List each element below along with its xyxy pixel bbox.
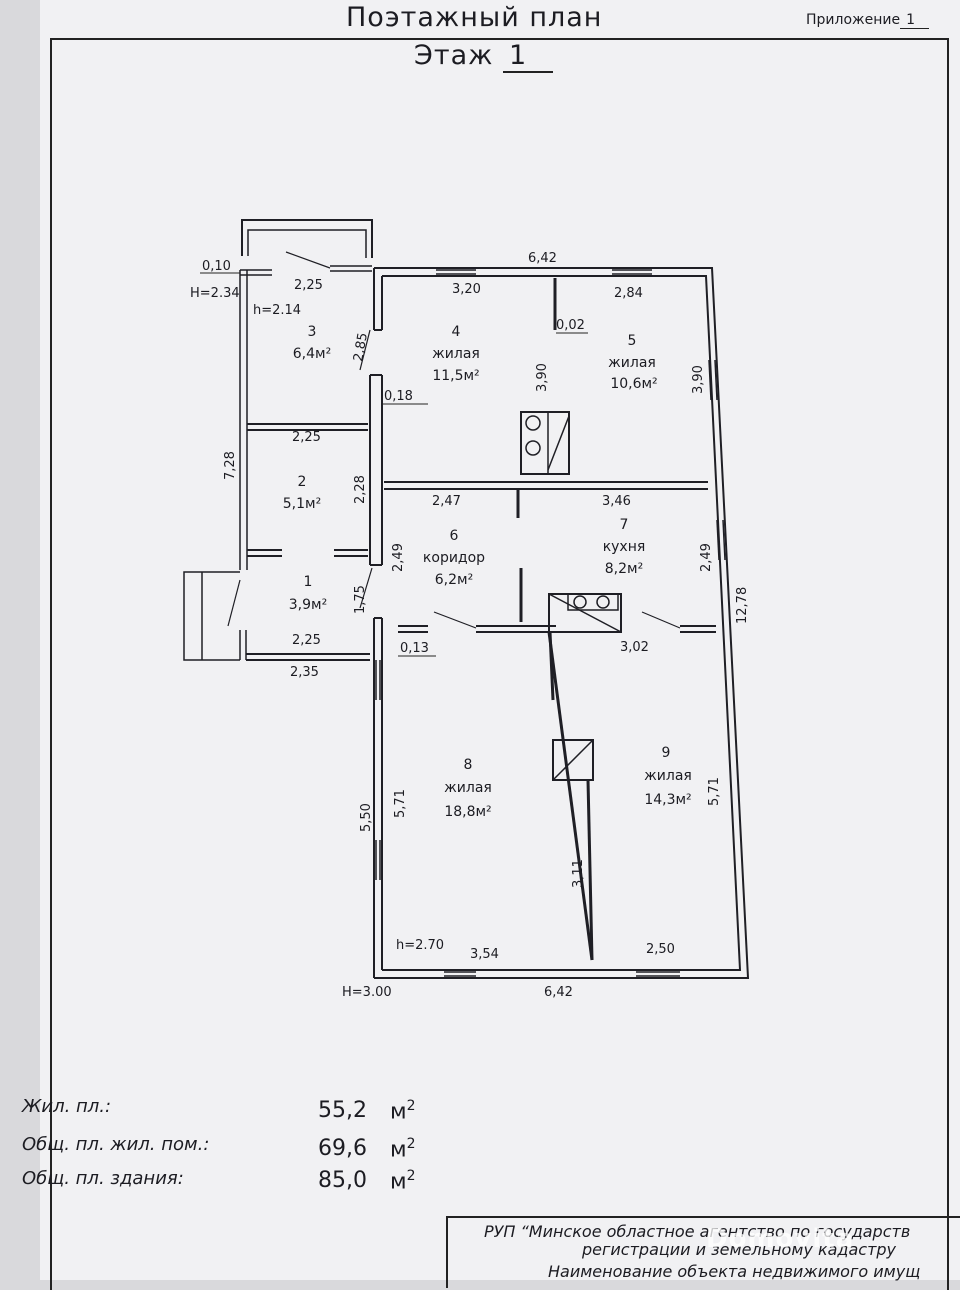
dim-wall-gap: 0,18 xyxy=(384,389,413,404)
dim-room3-width: 2,25 xyxy=(294,278,323,293)
dim-kitchen-width: 3,46 xyxy=(602,494,631,509)
dim-bottom-total: 6,42 xyxy=(544,985,573,1000)
room-7-number: 7 xyxy=(620,517,629,533)
porch-height: H=2.34 xyxy=(190,286,240,301)
dim-corridor-height: 2,49 xyxy=(391,543,406,572)
dim-room8-outer: 5,50 xyxy=(359,803,374,832)
dim-door-offset: 0,13 xyxy=(400,641,429,656)
room-2-area: 5,1м² xyxy=(283,496,321,512)
building-height: H=3.00 xyxy=(342,985,392,1000)
floor-title: Этаж 1 xyxy=(414,40,554,73)
drawing-frame xyxy=(50,38,949,1290)
dim-room3-height: 2,85 xyxy=(351,332,371,363)
dim-room9-height: 5,71 xyxy=(707,777,722,806)
dim-room4-height: 3,90 xyxy=(535,363,550,392)
summary-building-value: 85,0 xyxy=(318,1168,367,1193)
dim-room5-top: 2,84 xyxy=(614,286,643,301)
room-4-area: 11,5м² xyxy=(432,368,479,384)
room-8-area: 18,8м² xyxy=(444,804,491,820)
room-9-number: 9 xyxy=(662,745,671,761)
dim-room8-height: 5,71 xyxy=(393,789,408,818)
dim-room8-bottom: 3,54 xyxy=(470,947,499,962)
room8-ceiling: h=2.70 xyxy=(396,938,444,953)
room-8-number: 8 xyxy=(464,757,473,773)
room3-ceiling: h=2.14 xyxy=(253,303,301,318)
room-2-number: 2 xyxy=(298,474,307,490)
room-3-area: 6,4м² xyxy=(293,346,331,362)
annex-number: 1 xyxy=(900,12,930,29)
room-9-name: жилая xyxy=(644,768,692,784)
dim-room5-height: 3,90 xyxy=(691,365,706,394)
dim-room1-height: 1,75 xyxy=(353,585,368,614)
floor-label: Этаж xyxy=(414,40,494,71)
room-5-area: 10,6м² xyxy=(610,376,657,392)
dim-room4-top: 3,20 xyxy=(452,282,481,297)
room-labels: 3 6,4м² 4 жилая 11,5м² 5 жилая 10,6м² 2 … xyxy=(283,324,692,820)
dim-left-total: 7,28 xyxy=(223,451,238,480)
annex-text: Приложение xyxy=(806,12,901,28)
room-4-number: 4 xyxy=(452,324,461,340)
dim-kitchen-lower: 3,02 xyxy=(620,640,649,655)
room-9-area: 14,3м² xyxy=(644,792,691,808)
dim-top-total: 6,42 xyxy=(528,251,557,266)
dim-left-offset: 0,10 xyxy=(202,259,231,274)
dim-room2-width: 2,25 xyxy=(292,430,321,445)
summary-total-dwelling-unit: м2 xyxy=(390,1136,416,1163)
paper-sheet xyxy=(40,0,960,1280)
dim-room1-width: 2,25 xyxy=(292,633,321,648)
summary-living-label: Жил. пл.: xyxy=(22,1096,112,1117)
dim-room1-outer: 2,35 xyxy=(290,665,319,680)
watermark: Domovita xyxy=(706,1224,855,1254)
stamp-object-name: Наименование объекта недвижимого имущ xyxy=(548,1262,921,1281)
room-7-area: 8,2м² xyxy=(605,561,643,577)
dim-room9-bottom: 2,50 xyxy=(646,942,675,957)
dim-kitchen-height: 2,49 xyxy=(699,543,714,572)
summary-total-dwelling-value: 69,6 xyxy=(318,1136,367,1161)
dim-partition-offset: 0,02 xyxy=(556,318,585,333)
room-5-name: жилая xyxy=(608,355,656,371)
summary-living-unit: м2 xyxy=(390,1098,416,1125)
walls xyxy=(183,219,750,979)
room-5-number: 5 xyxy=(628,333,637,349)
floor-number: 1 xyxy=(503,40,554,73)
title-block xyxy=(446,1216,960,1288)
dim-room2-height: 2,28 xyxy=(353,475,368,504)
summary-living-value: 55,2 xyxy=(318,1098,367,1123)
dim-corridor-width: 2,47 xyxy=(432,494,461,509)
dim-partition-height: 3,11 xyxy=(571,859,586,888)
stamp-organization-cont: регистрации и земельному кадастру xyxy=(582,1240,897,1259)
room-1-number: 1 xyxy=(304,574,313,590)
room-8-name: жилая xyxy=(444,780,492,796)
room-4-name: жилая xyxy=(432,346,480,362)
room-6-name: коридор xyxy=(423,550,485,566)
stamp-organization: РУП “Минское областное агентство по госу… xyxy=(484,1222,911,1241)
summary-total-dwelling-label: Общ. пл. жил. пом.: xyxy=(22,1134,210,1155)
summary-building-unit: м2 xyxy=(390,1168,416,1195)
dim-right-total: 12,78 xyxy=(735,587,750,624)
room-6-number: 6 xyxy=(450,528,459,544)
dimension-labels: 6,42 3,20 2,84 0,02 3,90 3,90 2,25 2,85 … xyxy=(190,251,750,1000)
room-7-name: кухня xyxy=(603,539,646,555)
room-1-area: 3,9м² xyxy=(289,597,327,613)
summary-building-label: Общ. пл. здания: xyxy=(22,1168,184,1189)
room-3-number: 3 xyxy=(308,324,317,340)
plan-title: Поэтажный план xyxy=(346,2,603,33)
room-6-area: 6,2м² xyxy=(435,572,473,588)
